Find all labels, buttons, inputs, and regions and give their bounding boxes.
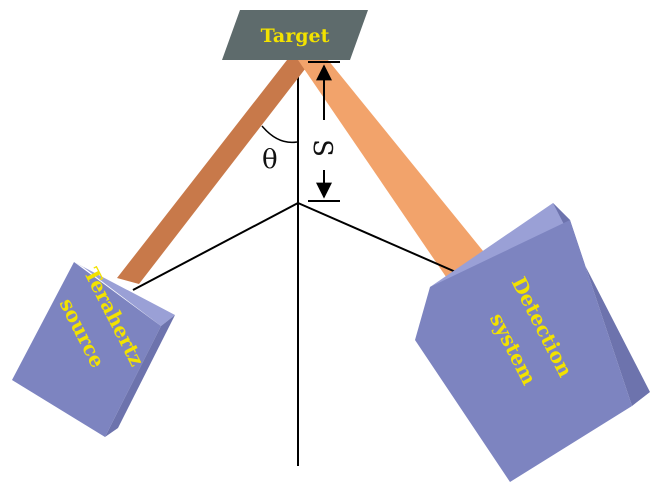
angle-arc bbox=[261, 125, 298, 144]
detection-system-box: Detection system bbox=[415, 203, 650, 482]
source-box-front bbox=[12, 262, 161, 437]
terahertz-source-box: Terahertz source bbox=[12, 262, 175, 437]
target-plate bbox=[222, 10, 368, 60]
s-symbol: S bbox=[307, 139, 337, 157]
incident-beam bbox=[117, 60, 312, 284]
source-box-edge bbox=[105, 315, 175, 437]
theta-symbol: θ bbox=[262, 145, 278, 175]
detector-box-side bbox=[553, 203, 650, 406]
detector-box-front bbox=[415, 220, 632, 482]
target-label: Target bbox=[261, 25, 330, 47]
source-box-side bbox=[74, 262, 175, 326]
source-line bbox=[132, 202, 299, 291]
reflected-beam bbox=[298, 60, 492, 291]
